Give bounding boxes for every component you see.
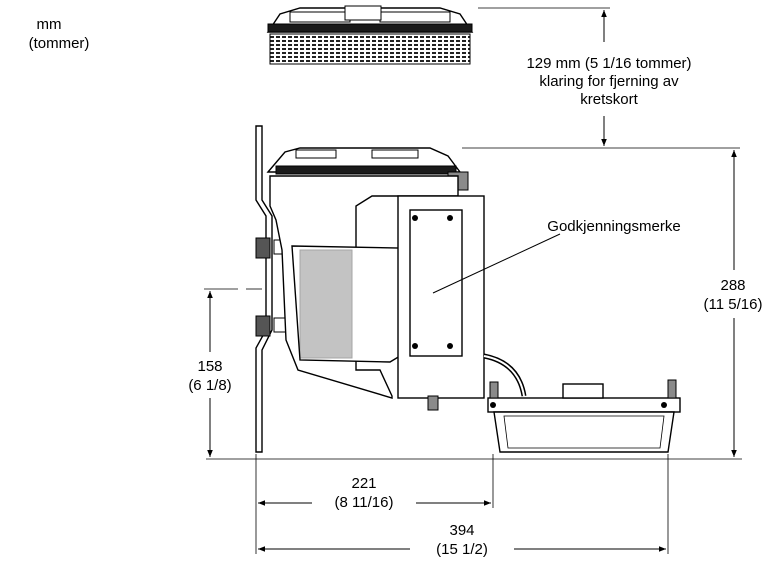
total-width-in: (15 1/2) bbox=[436, 541, 488, 558]
removed-cover bbox=[266, 5, 474, 65]
units-label-mm: mm bbox=[37, 16, 62, 33]
mount-height-in: (6 1/8) bbox=[188, 377, 231, 394]
approval-leader bbox=[432, 233, 561, 294]
body-width-in: (8 11/16) bbox=[335, 494, 394, 511]
body-width-mm: 221 bbox=[351, 475, 376, 492]
total-width-mm: 394 bbox=[449, 522, 474, 539]
clearance-label-line3: kretskort bbox=[580, 91, 638, 108]
units-label-inches: (tommer) bbox=[29, 35, 90, 52]
total-height-mm: 288 bbox=[720, 277, 745, 294]
clearance-label-line1: 129 mm (5 1/16 tommer) bbox=[526, 55, 691, 72]
approval-label: Godkjenningsmerke bbox=[547, 218, 680, 235]
clearance-dimension bbox=[462, 7, 740, 149]
reservoir-tank bbox=[487, 379, 681, 453]
mount-height-mm: 158 bbox=[197, 358, 222, 375]
total-height-in: (11 5/16) bbox=[704, 296, 763, 313]
clearance-label-line2: klaring for fjerning av bbox=[539, 73, 679, 90]
mount-height-dimension bbox=[204, 288, 262, 457]
main-unit bbox=[266, 147, 527, 411]
